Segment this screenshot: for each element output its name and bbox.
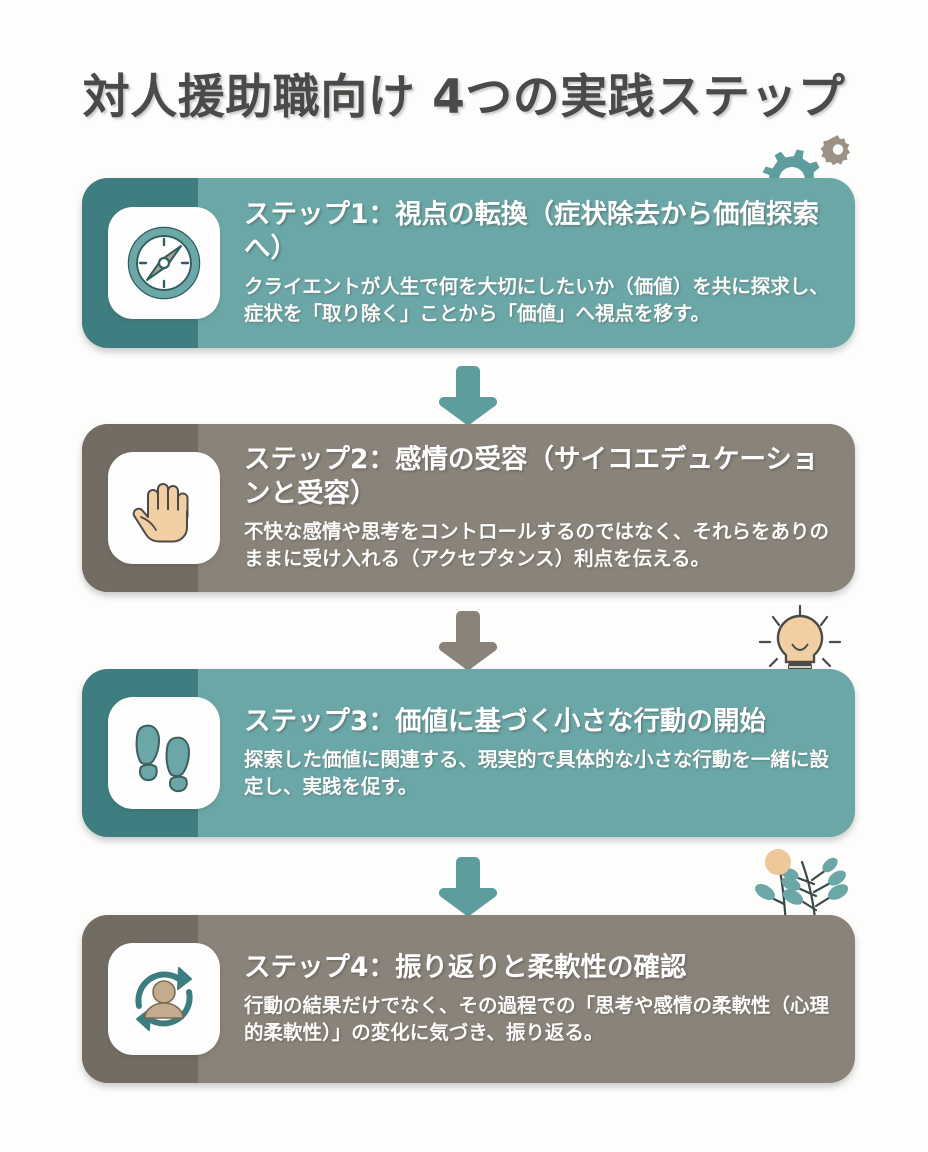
footprints-icon	[108, 697, 220, 809]
down-arrow-icon	[432, 609, 504, 671]
step-card-1[interactable]: ステップ1：視点の転換（症状除去から価値探索へ） クライエントが人生で何を大切に…	[82, 178, 855, 348]
page-title: 対人援助職向け 4つの実践ステップ	[82, 70, 846, 125]
down-arrow-icon	[432, 855, 504, 917]
step-card-1-title: ステップ1：視点の転換（症状除去から価値探索へ）	[244, 198, 819, 265]
step-card-2-description: 不快な感情や思考をコントロールするのではなく、それらをありのままに受け入れる（ア…	[244, 519, 830, 571]
down-arrow-icon	[432, 364, 504, 426]
step-card-3-description: 探索した価値に関連する、現実的で具体的な小さな行動を一緒に設定し、実践を促す。	[244, 747, 830, 799]
step-card-3-title: ステップ3：価値に基づく小さな行動の開始	[244, 706, 766, 738]
step-card-2[interactable]: ステップ2：感情の受容（サイコエデュケーションと受容） 不快な感情や思考をコント…	[82, 424, 855, 592]
compass-icon	[108, 207, 220, 319]
step-card-4-text: ステップ4：振り返りと柔軟性の確認 行動の結果だけでなく、その過程での「思考や感…	[220, 935, 855, 1063]
step-card-4-title: ステップ4：振り返りと柔軟性の確認	[244, 952, 687, 984]
raised-hand-icon	[108, 452, 220, 564]
step-card-4-description: 行動の結果だけでなく、その過程での「思考や感情の柔軟性（心理的柔軟性）」の変化に…	[244, 993, 830, 1045]
step-card-3-text: ステップ3：価値に基づく小さな行動の開始 探索した価値に関連する、現実的で具体的…	[220, 689, 855, 817]
step-card-1-description: クライエントが人生で何を大切にしたいか（価値）を共に探求し、症状を「取り除く」こ…	[244, 274, 829, 326]
step-card-1-text: ステップ1：視点の転換（症状除去から価値探索へ） クライエントが人生で何を大切に…	[220, 182, 855, 344]
step-card-3[interactable]: ステップ3：価値に基づく小さな行動の開始 探索した価値に関連する、現実的で具体的…	[82, 669, 855, 837]
step-card-4[interactable]: ステップ4：振り返りと柔軟性の確認 行動の結果だけでなく、その過程での「思考や感…	[82, 915, 855, 1083]
step-card-2-title: ステップ2：感情の受容（サイコエデュケーションと受容）	[244, 443, 819, 510]
person-refresh-icon	[108, 943, 220, 1055]
step-card-2-text: ステップ2：感情の受容（サイコエデュケーションと受容） 不快な感情や思考をコント…	[220, 427, 855, 589]
